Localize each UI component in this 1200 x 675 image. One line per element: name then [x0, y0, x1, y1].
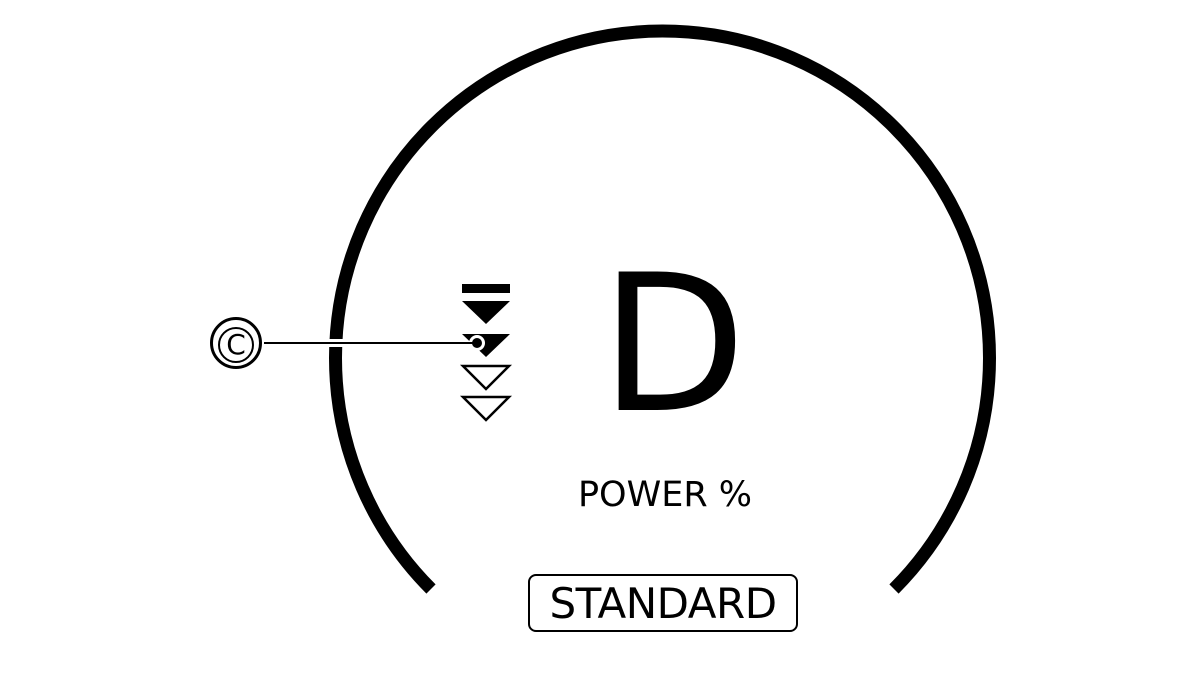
callout-letter: C [218, 327, 254, 363]
gear-indicator: D [600, 234, 747, 455]
gauge-arc [329, 24, 996, 594]
callout-marker: C [210, 317, 262, 369]
power-label: POWER % [577, 475, 753, 515]
indicator-level-empty [459, 364, 513, 391]
drive-mode-badge: STANDARD [528, 574, 798, 632]
indicator-top-bar [462, 284, 510, 293]
leader-dot [472, 338, 482, 348]
indicator-level-filled [462, 301, 510, 324]
indicator-level-empty [459, 395, 513, 422]
indicator-level-filled [462, 334, 510, 357]
